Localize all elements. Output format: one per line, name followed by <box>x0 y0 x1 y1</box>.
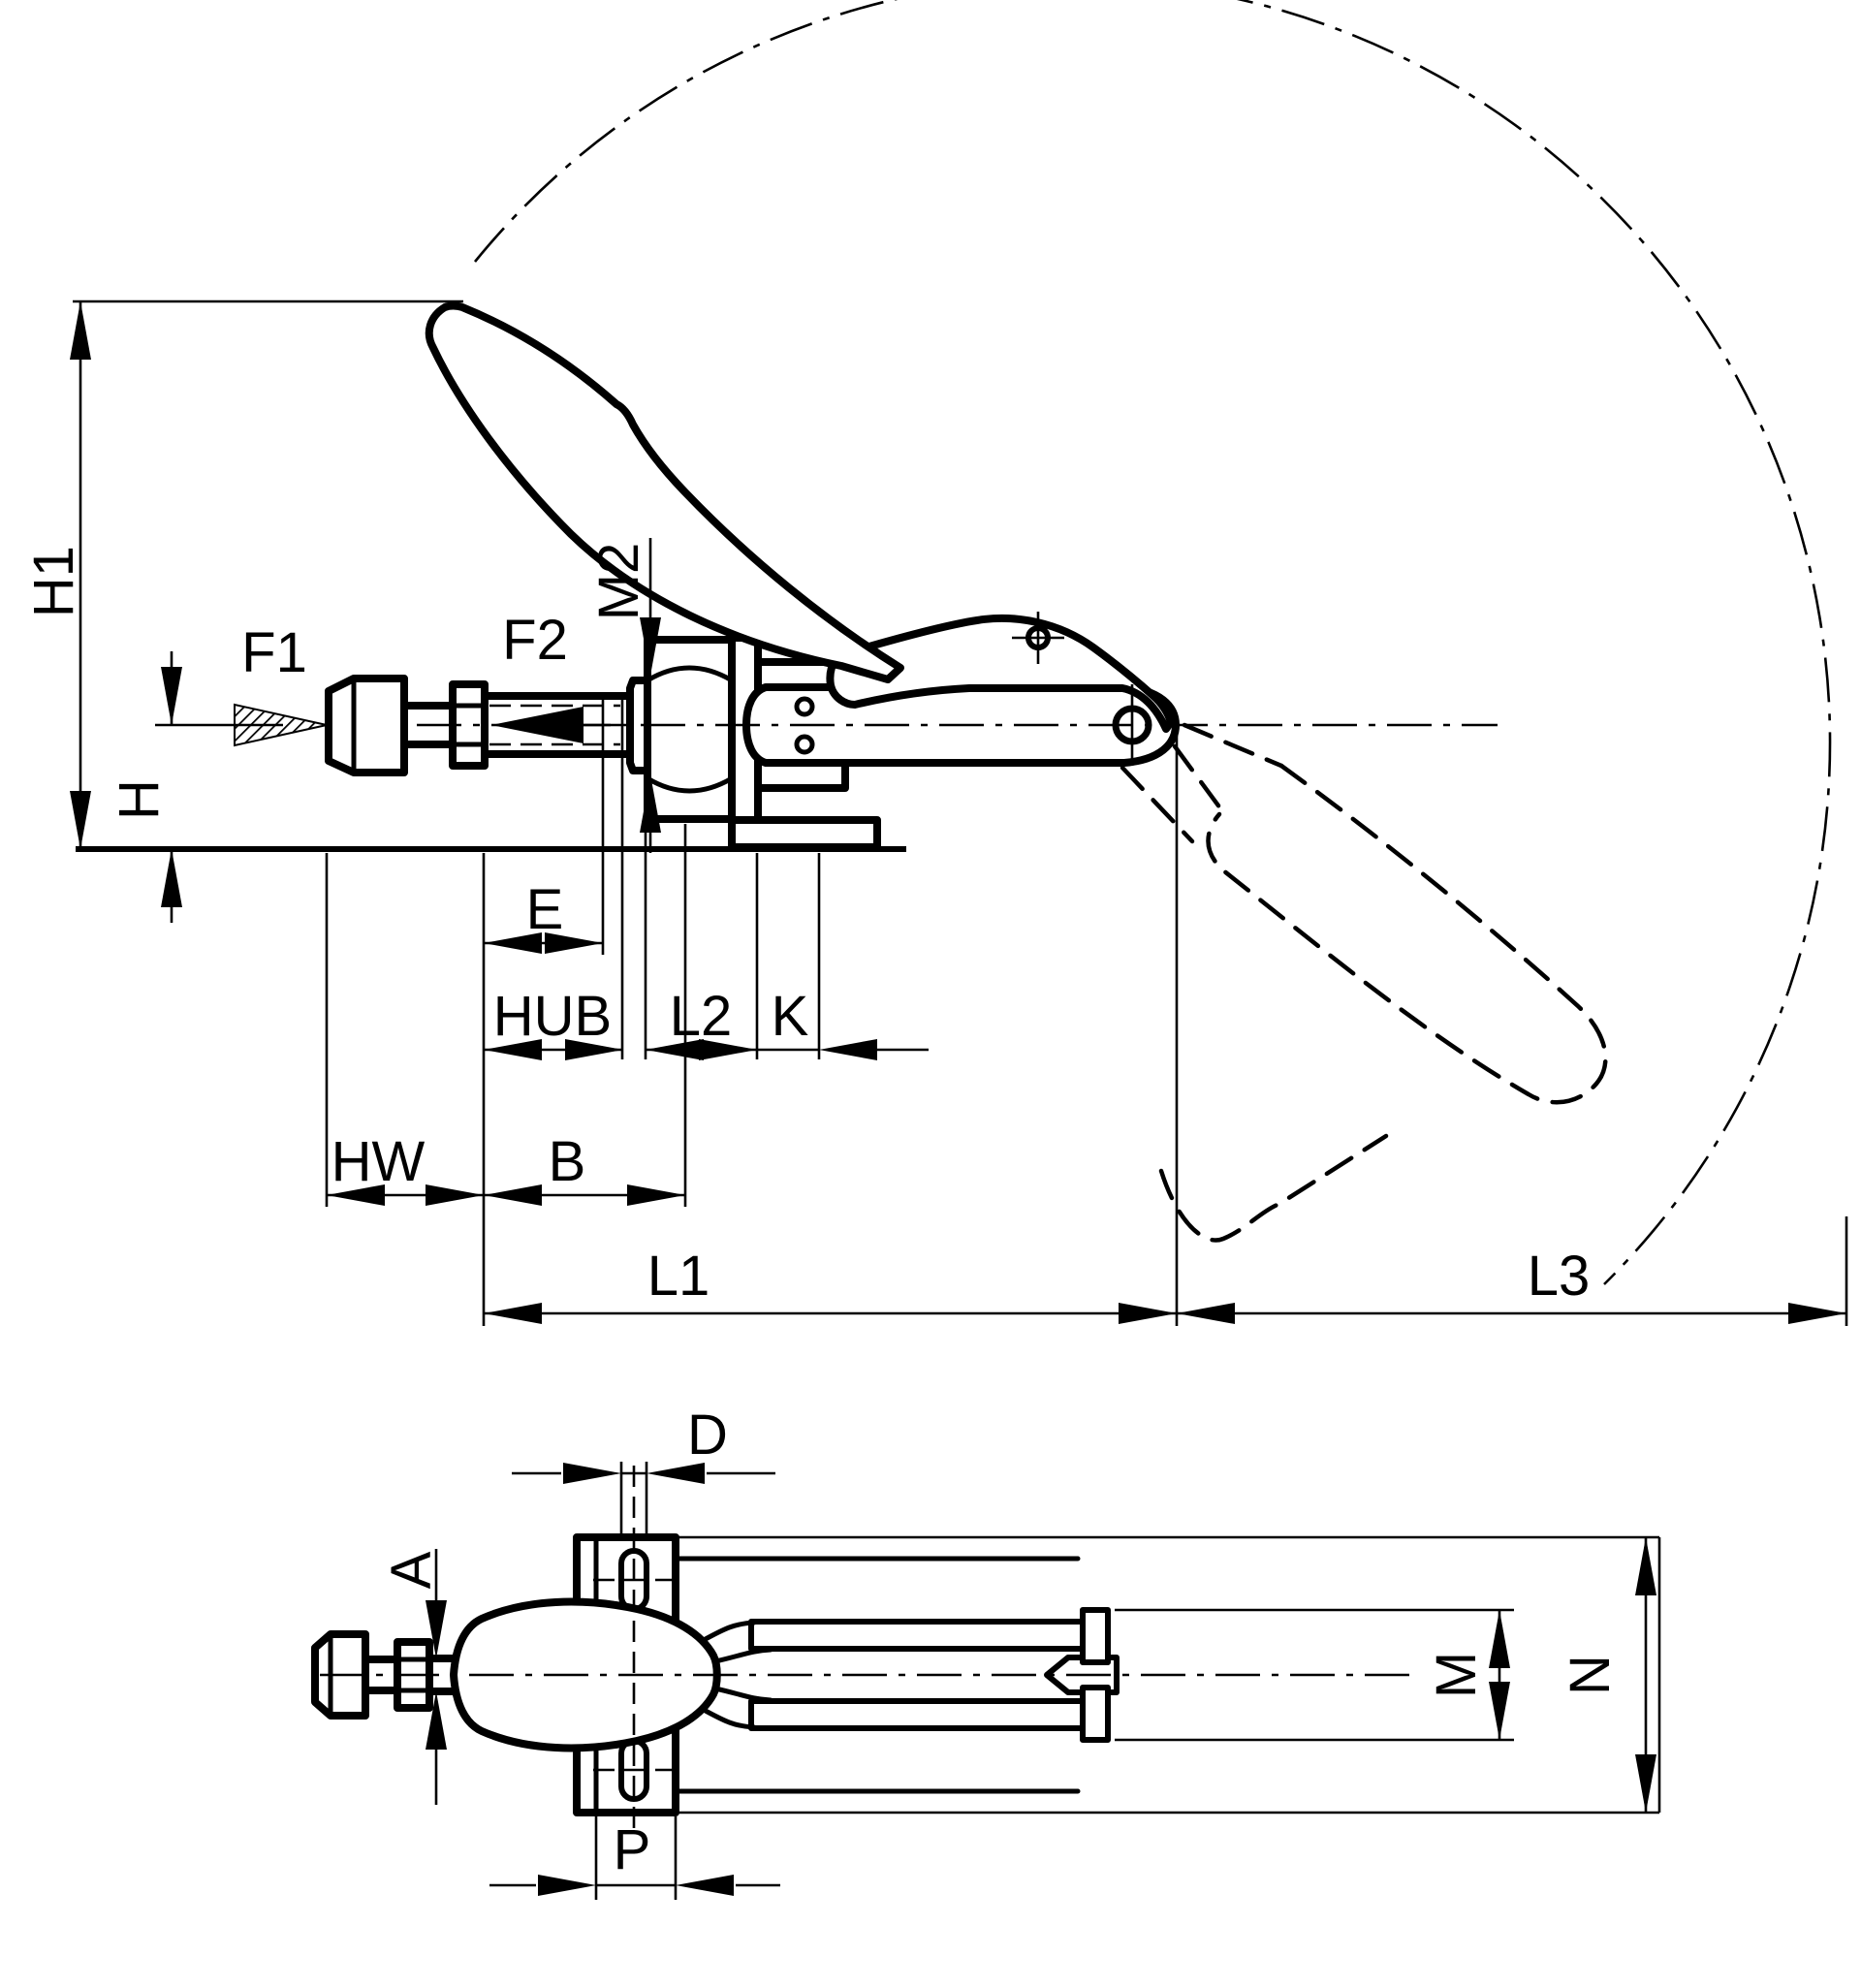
fork-pin-top <box>1080 1607 1111 1665</box>
dim-label-h: H <box>108 779 171 820</box>
handle-open-dashed <box>1120 722 1608 1243</box>
dim-label-e: E <box>526 878 564 941</box>
dimensions-plan: D A M N P <box>380 1404 1656 1900</box>
extension-lines-front <box>73 300 1848 1326</box>
arm-hole-top <box>794 696 815 717</box>
hex-nut-facet-top <box>645 665 735 683</box>
dim-label-p: P <box>614 1818 651 1881</box>
handle-swing-arc <box>473 0 1832 1285</box>
dim-label-m2: M2 <box>587 543 650 621</box>
dim-label-l3: L3 <box>1528 1245 1591 1308</box>
bracket-foot <box>728 816 881 851</box>
dim-label-l2: L2 <box>670 985 733 1048</box>
dim-label-b: B <box>549 1130 586 1193</box>
dim-label-hw: HW <box>331 1130 426 1193</box>
dim-label-f1: F1 <box>241 621 307 684</box>
dimensions-front: H1 H F1 F2 M2 E <box>22 301 1846 1324</box>
lever-plate <box>826 614 1175 733</box>
collar <box>626 677 651 774</box>
dim-label-f2: F2 <box>502 609 568 672</box>
dim-label-d: D <box>687 1404 728 1467</box>
clamp-parts <box>325 301 1180 851</box>
arm-hole-bottom <box>794 734 815 755</box>
f1-force-arrow <box>234 703 328 747</box>
dim-label-hub: HUB <box>493 985 612 1048</box>
f2-force-arrow <box>491 707 584 743</box>
dim-label-a: A <box>380 1551 443 1589</box>
dim-label-h1: H1 <box>22 546 85 617</box>
rubber-cap <box>325 675 408 776</box>
fork-pin-bottom <box>1080 1685 1111 1743</box>
dim-label-l1: L1 <box>647 1245 710 1308</box>
dim-label-m: M <box>1425 1652 1488 1698</box>
dim-label-n: N <box>1559 1655 1622 1695</box>
hex-nut-facet-bottom <box>645 775 735 794</box>
fork <box>748 1607 1120 1743</box>
front-view: H1 H F1 F2 M2 E <box>22 0 1848 1326</box>
handle-closed <box>425 301 904 683</box>
dim-label-k: K <box>772 985 809 1048</box>
plan-view: D A M N P <box>311 1404 1661 1900</box>
